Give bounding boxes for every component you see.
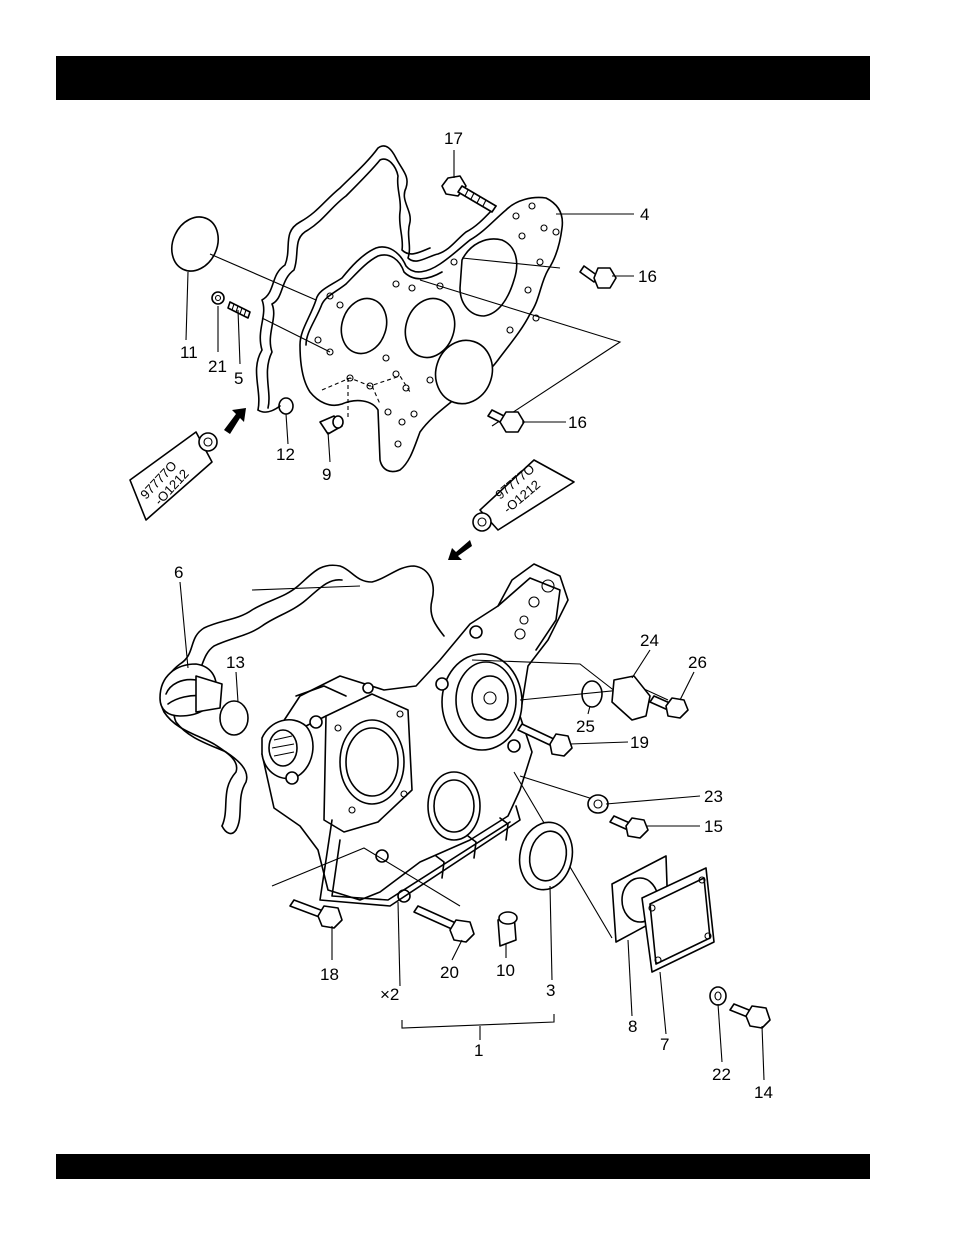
callout-7: 7 [660,1035,669,1054]
o-ring-12 [279,398,293,414]
callout-17: 17 [444,129,463,148]
bolt-15 [610,816,648,838]
callout-26: 26 [688,653,707,672]
callout-9: 9 [322,465,331,484]
callout-22: 22 [712,1065,731,1084]
callout-3: 3 [546,981,555,1000]
bolt-14 [730,1004,770,1028]
callout-12: 12 [276,445,295,464]
callout-10: 10 [496,961,515,980]
callout-4: 4 [640,205,649,224]
callout-1: 1 [474,1041,483,1060]
bolt-18 [290,900,342,928]
callout-8: 8 [628,1017,637,1036]
nut-21 [212,292,224,304]
dowel-pin-9 [320,416,343,434]
washer-22 [710,987,726,1005]
callout-25: 25 [576,717,595,736]
oil-seal-3 [513,817,578,894]
washer-23 [588,795,608,813]
dowel-10 [498,912,517,946]
o-ring-11 [163,209,227,278]
callout-18: 18 [320,965,339,984]
o-ring-13 [220,701,248,735]
front-cover-1 [262,564,668,938]
callout-11: 11 [180,343,198,362]
callout-16-upper: 16 [638,267,657,286]
callout-5: 5 [234,369,243,388]
callout-6: 6 [174,563,183,582]
callout-19: 19 [630,733,649,752]
callout-20: 20 [440,963,459,982]
sealant-tube-upper: 97777O -O1212 [130,432,217,520]
arrow-apply-upper-icon [224,408,246,434]
callout-x2: ×2 [380,985,399,1004]
stud-5 [228,302,250,318]
callout-15: 15 [704,817,723,836]
bolt-16-upper [580,266,616,288]
callout-16-lower: 16 [568,413,587,432]
cover-plate-24 [612,676,650,720]
arrow-apply-lower-icon [448,540,472,560]
bolt-16-lower [488,410,524,432]
sealant-tube-lower: 97777O -O1212 [473,460,574,531]
oil-filler-cap-6 [160,664,222,716]
callout-14: 14 [754,1083,773,1102]
callout-13: 13 [226,653,245,672]
bolt-20 [414,906,474,942]
callout-24: 24 [640,631,659,650]
bolt-26 [650,696,688,718]
callout-23: 23 [704,787,723,806]
bolt-17 [442,176,496,212]
callout-21: 21 [208,357,227,376]
